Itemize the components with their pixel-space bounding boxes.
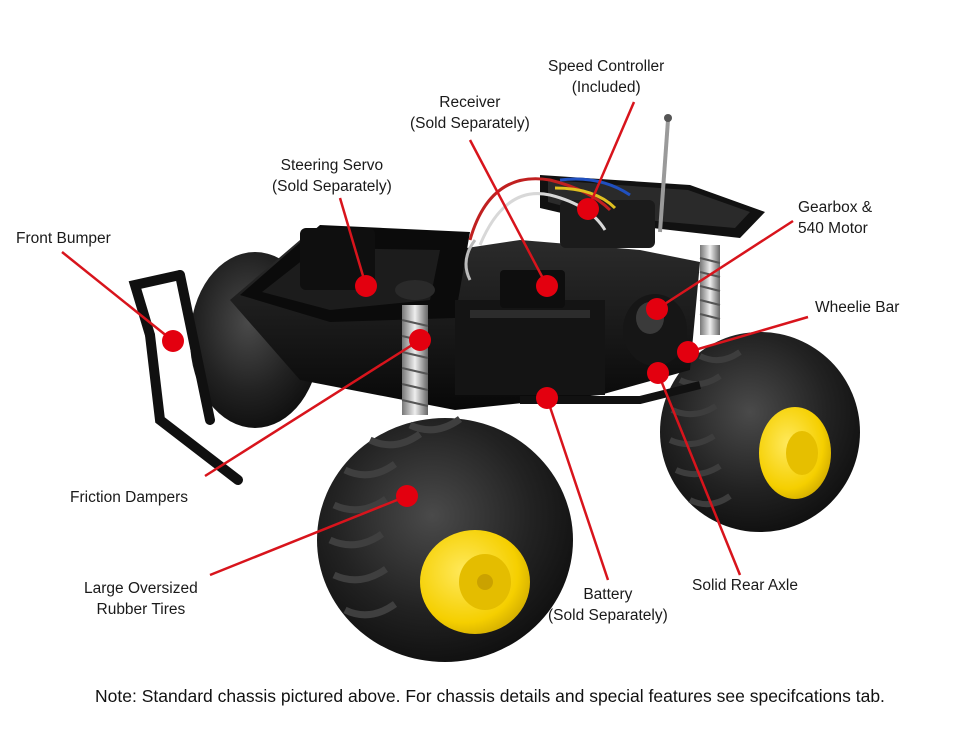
leader-friction-dampers [204, 338, 421, 478]
label-tires-line2: Rubber Tires [96, 601, 186, 618]
leader-rear-axle [656, 372, 742, 576]
label-rear-axle-line1: Solid Rear Axle [692, 577, 798, 594]
leader-tires [209, 494, 408, 577]
label-gearbox: Gearbox & 540 Motor [798, 197, 872, 239]
label-receiver-line2: (Sold Separately) [410, 115, 530, 132]
label-steering-servo-line1: Steering Servo [280, 157, 384, 174]
marker-dots [162, 198, 699, 507]
footnote: Note: Standard chassis pictured above. F… [95, 686, 885, 706]
label-battery-line1: Battery [583, 586, 633, 603]
leader-front-bumper [61, 251, 174, 342]
label-battery: Battery (Sold Separately) [548, 584, 668, 626]
marker-front-bumper [162, 330, 184, 352]
label-tires: Large Oversized Rubber Tires [84, 578, 198, 620]
label-rear-axle: Solid Rear Axle [692, 575, 798, 596]
label-receiver: Receiver (Sold Separately) [410, 92, 530, 134]
leader-battery [545, 397, 610, 581]
servo-unit [300, 228, 375, 290]
marker-wheelie-bar [677, 341, 699, 363]
label-gearbox-line1: Gearbox & [798, 199, 873, 216]
marker-speed-controller [577, 198, 599, 220]
marker-tires [396, 485, 418, 507]
label-gearbox-line2: 540 Motor [798, 220, 868, 237]
front-damper [395, 280, 435, 415]
leader-receiver [468, 139, 549, 287]
truck-illustration [128, 114, 860, 662]
label-steering-servo-line2: (Sold Separately) [272, 178, 392, 195]
label-tires-line1: Large Oversized [84, 580, 198, 597]
leader-wheelie-bar [687, 315, 809, 354]
label-front-bumper: Front Bumper [16, 228, 111, 249]
label-steering-servo: Steering Servo (Sold Separately) [272, 155, 392, 197]
rear-deck [540, 114, 765, 248]
label-speed-controller: Speed Controller (Included) [548, 56, 664, 98]
label-battery-line2: (Sold Separately) [548, 607, 668, 624]
marker-battery [536, 387, 558, 409]
label-wheelie-bar-line1: Wheelie Bar [815, 299, 900, 316]
marker-rear-axle [647, 362, 669, 384]
rear-damper [699, 245, 721, 335]
label-friction-dampers-line1: Friction Dampers [70, 489, 188, 506]
marker-friction-dampers [409, 329, 431, 351]
front-right-tire [317, 416, 573, 662]
label-front-bumper-line1: Front Bumper [16, 230, 111, 247]
leader-gearbox [656, 219, 794, 311]
marker-steering-servo [355, 275, 377, 297]
label-receiver-line1: Receiver [439, 94, 501, 111]
label-wheelie-bar: Wheelie Bar [815, 297, 899, 318]
label-speed-controller-line2: (Included) [571, 79, 641, 96]
rear-right-tire [660, 332, 860, 532]
marker-receiver [536, 275, 558, 297]
leader-lines [61, 101, 809, 581]
label-friction-dampers: Friction Dampers [70, 487, 188, 508]
label-speed-controller-line1: Speed Controller [548, 58, 665, 75]
leader-steering-servo [338, 197, 368, 287]
leader-speed-controller [586, 101, 636, 210]
marker-gearbox [646, 298, 668, 320]
